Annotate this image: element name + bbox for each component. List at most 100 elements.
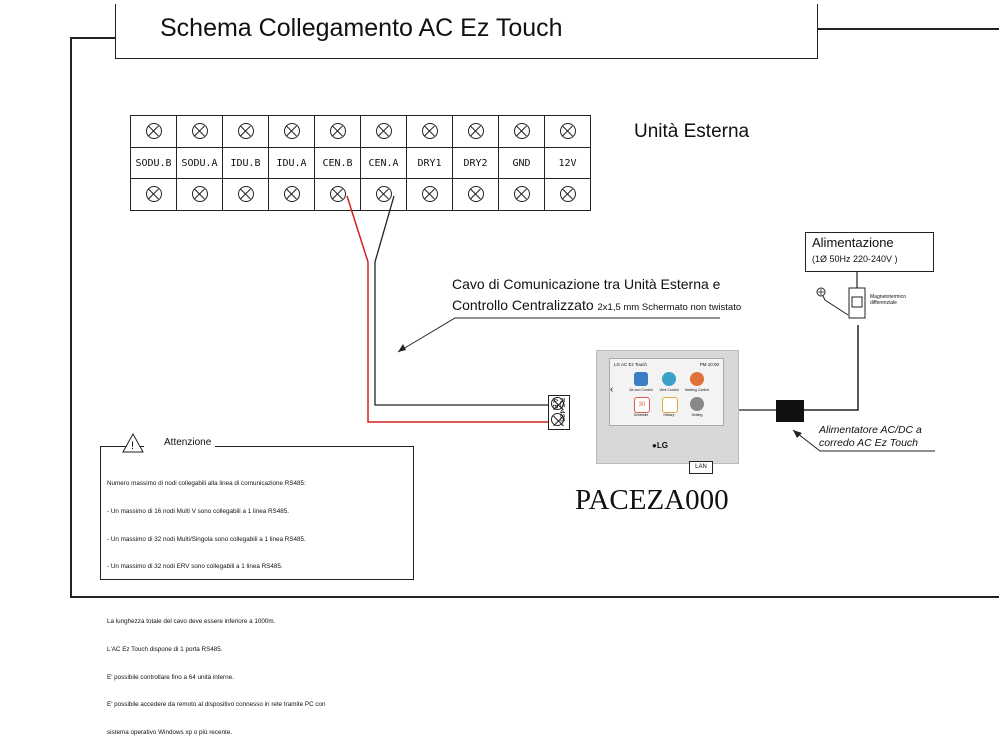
screw xyxy=(452,115,499,148)
terminal-label: 12V xyxy=(544,147,591,179)
breaker-label: Magnetotermico differenziale xyxy=(870,294,906,306)
screw-icon xyxy=(421,123,438,140)
screw xyxy=(314,115,361,148)
device-screen: LG AC Ez Touch PM 10:00 ‹ Air-con Contro… xyxy=(609,358,724,426)
rs485-label: RS-485 A B xyxy=(551,398,565,428)
warning-icon: ! xyxy=(122,433,144,453)
earth-line xyxy=(822,295,849,316)
schedule-label: Schedule xyxy=(633,413,649,417)
screw-icon xyxy=(237,123,254,140)
screw-icon xyxy=(559,186,576,203)
air-con-label: Air-con Control xyxy=(629,388,653,392)
screw xyxy=(176,178,223,211)
screw-icon xyxy=(329,186,346,203)
terminal-label: IDU.B xyxy=(222,147,269,179)
screw-icon xyxy=(237,186,254,203)
screw xyxy=(498,115,545,148)
vent-icon xyxy=(662,372,676,386)
screw-icon xyxy=(513,123,530,140)
wiring-diagram xyxy=(346,195,935,452)
model-label: PACEZA000 xyxy=(575,484,729,516)
screw-icon xyxy=(329,123,346,140)
breaker-label-2: differenziale xyxy=(870,300,897,306)
cable-label-1: Cavo di Comunicazione tra Unità Esterna … xyxy=(452,276,721,292)
cable-spec: 2x1,5 mm Schermato non twistato xyxy=(597,302,742,313)
heating-label: Heating Control xyxy=(684,388,710,392)
adapter-to-power-wire xyxy=(804,325,859,411)
attention-lines: Numero massimo di nodi collegabili alla … xyxy=(107,461,326,746)
breaker-label-1: Magnetotermico xyxy=(870,294,906,300)
attention-line: L'AC Ez Touch dispone di 1 porta RS485. xyxy=(107,646,223,654)
heating-icon xyxy=(690,372,704,386)
terminal-label: IDU.A xyxy=(268,147,315,179)
screw-icon xyxy=(375,186,392,203)
screw-icon xyxy=(191,186,208,203)
cable-callout-line xyxy=(397,317,720,353)
ac-ez-touch-device: LG AC Ez Touch PM 10:00 ‹ Air-con Contro… xyxy=(596,350,739,464)
screw xyxy=(130,178,177,211)
attention-title: Attenzione xyxy=(144,437,216,448)
adapter-callout-line xyxy=(792,429,935,452)
terminal-label: SODU.B xyxy=(130,147,177,179)
screw xyxy=(544,178,591,211)
adapter-arrow-icon xyxy=(793,430,802,438)
rs485-ab: A B xyxy=(551,398,558,409)
attention-line: E' possibile controllare fino a 64 unità… xyxy=(107,673,234,681)
screen-time: PM 10:00 xyxy=(699,362,719,367)
attention-box xyxy=(100,446,414,580)
page-title: Schema Collegamento AC Ez Touch xyxy=(160,14,563,42)
vent-label: Vent Control xyxy=(659,388,679,392)
frame-right-top xyxy=(816,28,999,30)
attention-line: sistema operativo Windows xp o più recen… xyxy=(107,728,232,736)
rs485-text: RS-485 xyxy=(558,398,565,422)
screw xyxy=(498,178,545,211)
screw-icon xyxy=(421,186,438,203)
screw xyxy=(360,115,407,148)
adapter-label-1: Alimentatore AC/DC a xyxy=(819,424,922,436)
screw-icon xyxy=(559,123,576,140)
screw-icon xyxy=(375,123,392,140)
attention-line xyxy=(107,590,326,599)
earth-symbol xyxy=(818,289,824,295)
svg-text:!: ! xyxy=(131,440,134,452)
frame-left xyxy=(70,37,72,597)
black-wire xyxy=(374,195,553,406)
power-title: Alimentazione xyxy=(812,235,894,250)
attention-line: La lunghezza totale del cavo deve essere… xyxy=(107,618,276,626)
setting-icon xyxy=(690,397,704,411)
cable-arrow-icon xyxy=(398,344,406,352)
back-chevron-icon: ‹ xyxy=(610,384,614,395)
cable-label-2-wrap: Controllo Centralizzato 2x1,5 mm Scherma… xyxy=(452,297,741,313)
screw-icon xyxy=(145,186,162,203)
screw-icon xyxy=(191,123,208,140)
lan-port: LAN xyxy=(689,461,713,474)
attention-line: - Un massimo di 16 nodi Multi V sono col… xyxy=(107,508,290,516)
title-box xyxy=(115,4,818,59)
attention-line: E' possibile accedere da remoto al dispo… xyxy=(107,701,326,709)
air-con-icon xyxy=(634,372,648,386)
ac-dc-adapter xyxy=(776,400,804,422)
red-wire xyxy=(346,195,553,423)
screw-icon xyxy=(283,186,300,203)
frame-bottom xyxy=(70,596,999,598)
cable-label-2: Controllo Centralizzato xyxy=(452,297,594,313)
lg-logo-icon: ● xyxy=(652,441,657,450)
adapter-label: Alimentatore AC/DC a corredo AC Ez Touch xyxy=(819,424,922,450)
screw-icon xyxy=(467,186,484,203)
screw xyxy=(406,115,453,148)
setting-label: Setting xyxy=(691,413,703,417)
terminal-screw-row-bottom xyxy=(130,178,591,211)
screw-icon xyxy=(551,413,564,426)
screw-icon xyxy=(467,123,484,140)
screw xyxy=(130,115,177,148)
attention-line: - Un massimo di 32 nodi ERV sono collega… xyxy=(107,563,283,571)
screw-icon xyxy=(283,123,300,140)
adapter-label-2: corredo AC Ez Touch xyxy=(819,437,919,449)
attention-line: Numero massimo di nodi collegabili alla … xyxy=(107,480,306,488)
outdoor-unit-label: Unità Esterna xyxy=(634,121,750,142)
history-icon xyxy=(662,397,678,413)
screw-icon xyxy=(513,186,530,203)
lg-logo: ●LG xyxy=(652,441,668,450)
schedule-icon: 30 xyxy=(634,397,650,413)
attention-line: - Un massimo di 32 nodi Multi/Singola so… xyxy=(107,535,306,543)
